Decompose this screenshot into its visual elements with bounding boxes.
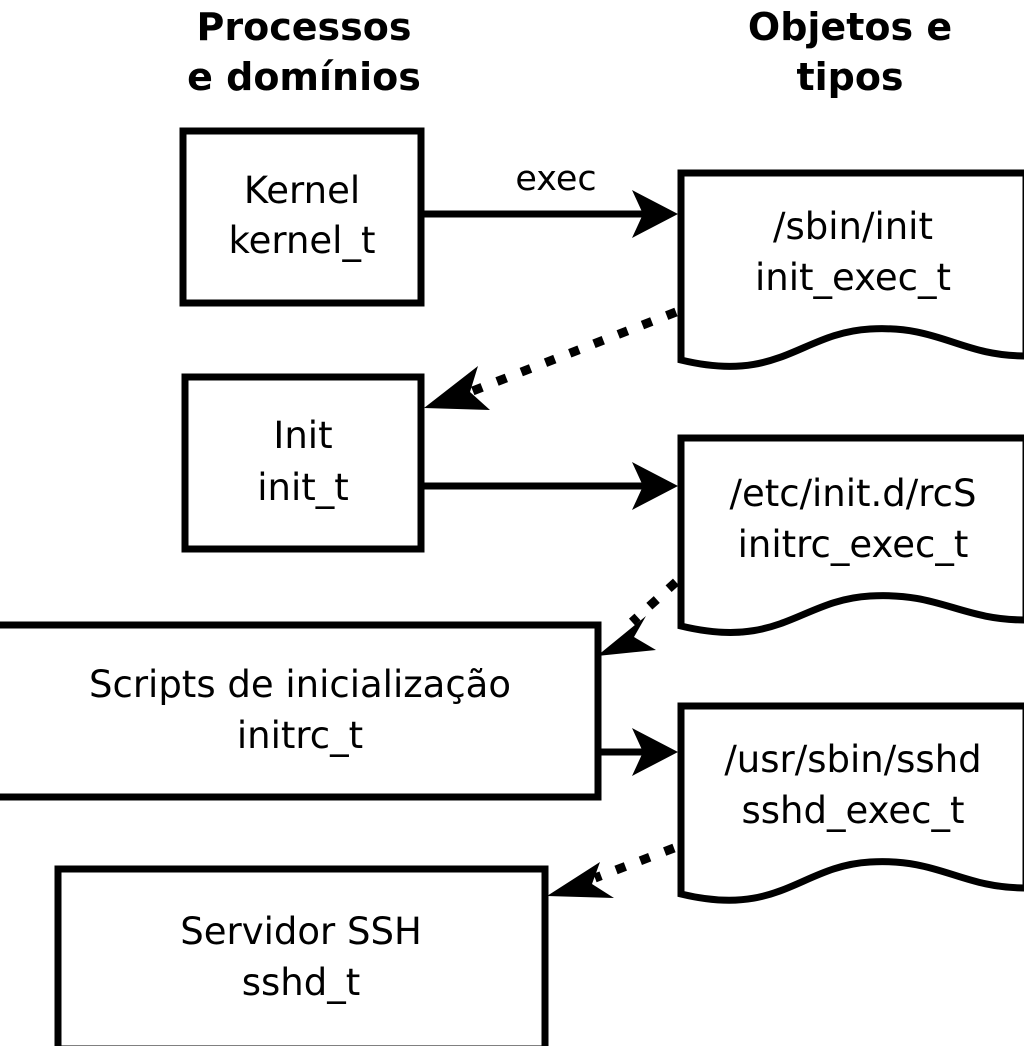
process-box-sshd-name: Servidor SSH: [180, 910, 422, 953]
edge-init-exec-to-init-arrowhead: [424, 366, 490, 410]
object-doc-initrc-exec-frame: [677, 434, 1024, 636]
column-header-objects-line1: Objetos e: [748, 5, 952, 49]
object-doc-init-exec-frame: [677, 169, 1024, 370]
process-box-initrc-frame: [0, 621, 602, 801]
process-box-init-frame: [181, 373, 425, 553]
process-box-initrc-name: Scripts de inicialização: [89, 663, 511, 706]
object-doc-init-exec[interactable]: /sbin/init init_exec_t: [677, 169, 1024, 370]
process-box-sshd-frame: [54, 865, 549, 1046]
process-box-initrc[interactable]: Scripts de inicialização initrc_t: [0, 621, 602, 801]
edge-initrc-exec-sshd-exec: [598, 728, 678, 776]
process-box-kernel-type: kernel_t: [229, 219, 376, 262]
process-box-kernel[interactable]: Kernel kernel_t: [179, 127, 425, 307]
process-box-initrc-type: initrc_t: [237, 714, 363, 757]
process-box-init-name: Init: [273, 414, 332, 457]
edge-sshd-exec-to-sshd-line: [593, 843, 676, 883]
edge-initrc-exec-to-initrc-line: [628, 578, 680, 626]
column-header-objects: Objetos e tipos: [748, 5, 952, 99]
edge-init-exec-to-init: [424, 307, 678, 410]
edge-kernel-exec-arrowhead: [632, 190, 678, 238]
column-header-objects-line2: tipos: [796, 55, 903, 99]
column-header-processes-line2: e domínios: [187, 55, 421, 99]
edge-label-exec: exec: [515, 159, 596, 199]
edge-init-exec-to-init-line: [468, 307, 678, 397]
edge-sshd-exec-to-sshd-arrowhead: [547, 862, 614, 898]
object-doc-init-exec-type: init_exec_t: [755, 256, 951, 299]
object-doc-init-exec-path: /sbin/init: [773, 205, 933, 248]
object-doc-sshd-exec-type: sshd_exec_t: [742, 789, 965, 832]
object-doc-sshd-exec-path: /usr/sbin/sshd: [724, 738, 981, 781]
edge-init-exec-initrc-arrowhead: [632, 462, 678, 510]
object-doc-initrc-exec-type: initrc_exec_t: [738, 523, 969, 566]
process-box-init-type: init_t: [257, 466, 349, 509]
process-box-sshd-type: sshd_t: [242, 961, 361, 1004]
edge-sshd-exec-to-sshd: [547, 843, 676, 898]
column-header-processes-line1: Processos: [197, 5, 412, 49]
object-doc-initrc-exec[interactable]: /etc/init.d/rcS initrc_exec_t: [677, 434, 1024, 636]
edge-initrc-exec-sshd-arrowhead: [632, 728, 678, 776]
process-box-kernel-frame: [179, 127, 425, 307]
object-doc-sshd-exec-frame: [677, 702, 1024, 904]
object-doc-initrc-exec-path: /etc/init.d/rcS: [729, 472, 976, 515]
object-doc-sshd-exec[interactable]: /usr/sbin/sshd sshd_exec_t: [677, 702, 1024, 904]
edge-initrc-exec-to-initrc-arrowhead: [597, 616, 656, 656]
edge-kernel-exec-init-exec: exec: [421, 159, 678, 238]
edge-initrc-exec-to-initrc: [597, 578, 680, 656]
column-header-processes: Processos e domínios: [187, 5, 421, 99]
process-box-sshd[interactable]: Servidor SSH sshd_t: [54, 865, 549, 1046]
edge-init-exec-initrc-exec: [420, 462, 678, 510]
process-box-init[interactable]: Init init_t: [181, 373, 425, 553]
process-box-kernel-name: Kernel: [244, 169, 360, 212]
